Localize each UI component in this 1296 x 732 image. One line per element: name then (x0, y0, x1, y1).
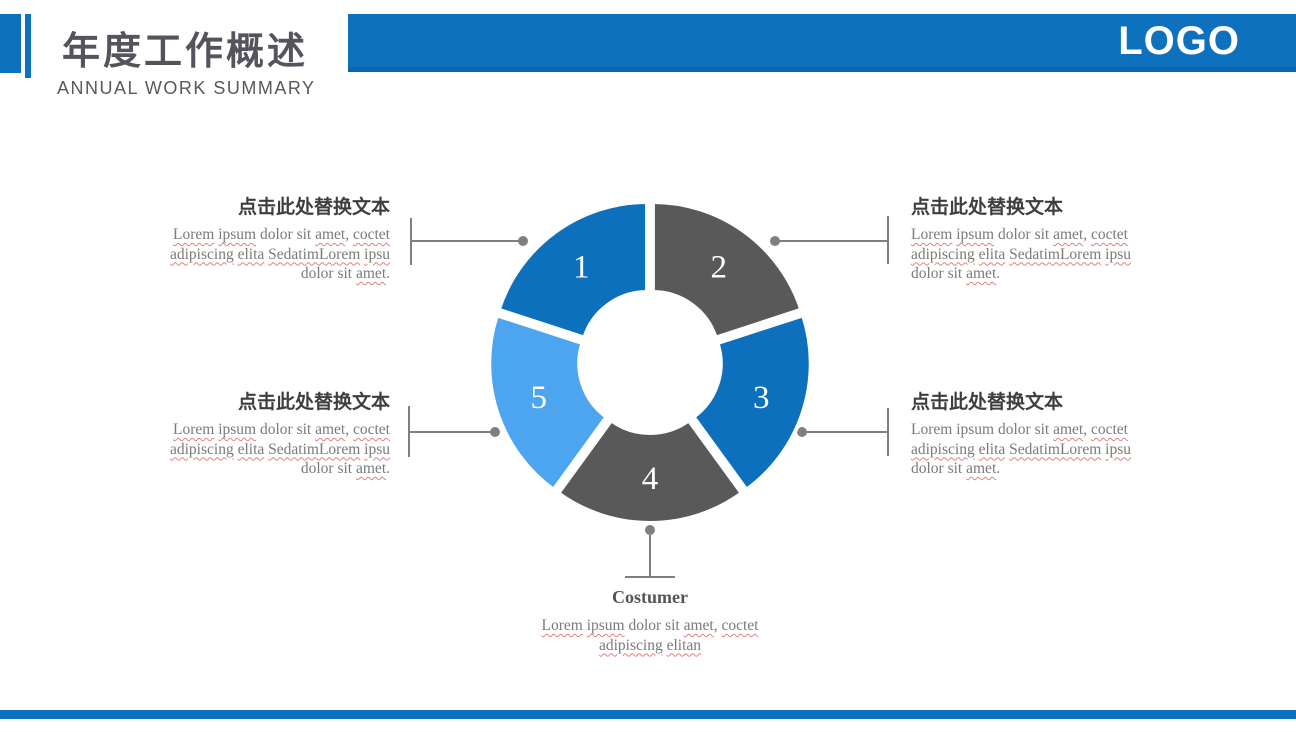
header-accent-block (0, 14, 21, 73)
donut-segment-label-2: 2 (711, 249, 728, 285)
callout-heading[interactable]: 点击此处替换文本 (911, 197, 1064, 218)
connector-line-top-left (411, 240, 519, 242)
header-accent-thin-bar (25, 14, 31, 78)
callout-body[interactable]: Lorem ipsum dolor sit amet, coctet adipi… (911, 421, 1131, 477)
connector-tick-top-right (887, 216, 889, 264)
donut-segment-label-3: 3 (753, 380, 770, 416)
connector-line-top-right (778, 240, 887, 242)
donut-segment-label-1: 1 (573, 249, 590, 285)
header-bar: LOGO (348, 14, 1296, 72)
page-title: 年度工作概述 (62, 31, 309, 73)
callout-body[interactable]: Lorem ipsum dolor sit amet, coctet adipi… (170, 226, 390, 282)
footer-bar (0, 710, 1296, 719)
donut-segment-4[interactable] (556, 418, 744, 525)
donut-segment-label-4: 4 (642, 461, 659, 497)
callout-body[interactable]: Lorem ipsum dolor sit amet, coctet adipi… (541, 617, 759, 654)
callout-bottom-center[interactable]: Costumer Lorem ipsum dolor sit amet, coc… (538, 586, 762, 655)
donut-segment-3[interactable] (691, 313, 813, 492)
donut-segment-1[interactable] (496, 200, 650, 340)
connector-tick-bottom-right (887, 408, 889, 456)
connector-line-bottom-center (649, 532, 651, 577)
connector-dot-bottom-left (490, 427, 500, 437)
callout-top-right[interactable]: 点击此处替换文本 Lorem ipsum dolor sit amet, coc… (911, 197, 1153, 284)
callout-heading[interactable]: 点击此处替换文本 (237, 197, 390, 218)
donut-segment-5[interactable] (487, 313, 609, 492)
callout-bottom-left[interactable]: 点击此处替换文本 Lorem ipsum dolor sit amet, coc… (148, 392, 390, 479)
donut-segment-label-5: 5 (530, 380, 547, 416)
page-subtitle: ANNUAL WORK SUMMARY (57, 78, 316, 98)
callout-heading[interactable]: 点击此处替换文本 (911, 392, 1064, 413)
callout-heading[interactable]: Costumer (612, 587, 688, 607)
connector-line-bottom-left (409, 431, 492, 433)
callout-body[interactable]: Lorem ipsum dolor sit amet, coctet adipi… (170, 421, 390, 477)
callout-heading[interactable]: 点击此处替换文本 (237, 392, 390, 413)
donut-segment-2[interactable] (650, 200, 804, 340)
logo: LOGO (1118, 18, 1240, 63)
connector-tick-bottom-center (625, 576, 675, 578)
callout-bottom-right[interactable]: 点击此处替换文本 Lorem ipsum dolor sit amet, coc… (911, 392, 1153, 479)
connector-dot-bottom-right (797, 427, 807, 437)
callout-top-left[interactable]: 点击此处替换文本 Lorem ipsum dolor sit amet, coc… (148, 197, 390, 284)
callout-body[interactable]: Lorem ipsum dolor sit amet, coctet adipi… (911, 226, 1131, 282)
connector-dot-top-left (518, 236, 528, 246)
connector-line-bottom-right (805, 431, 887, 433)
connector-dot-top-right (770, 236, 780, 246)
connector-dot-bottom-center (645, 525, 655, 535)
